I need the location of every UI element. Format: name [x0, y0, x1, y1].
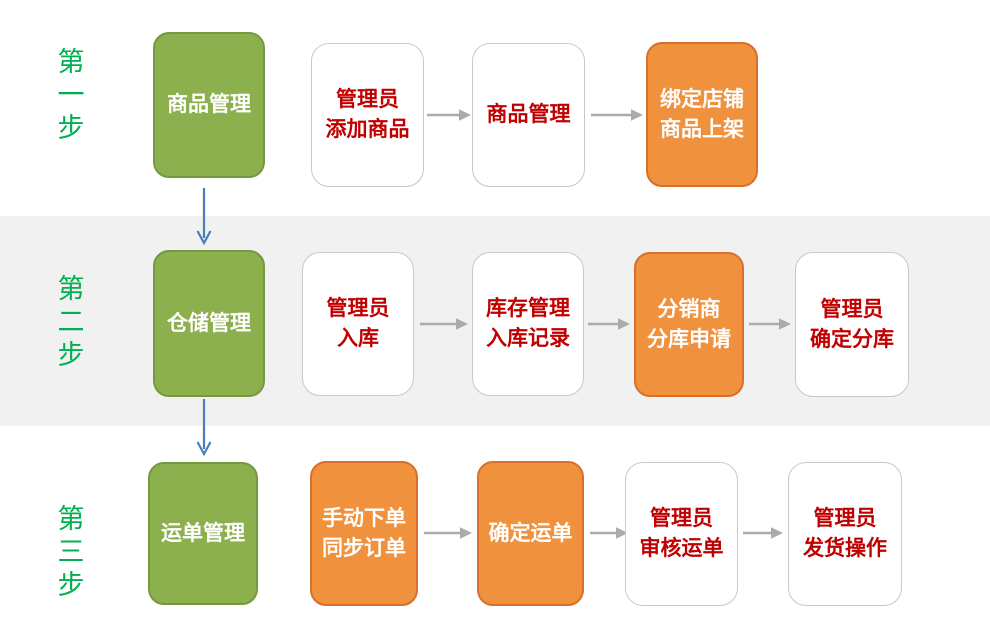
node-label: 管理员 确定分库	[810, 297, 894, 351]
step-1-label: 第一步	[57, 47, 85, 143]
arrow-right-icon	[591, 109, 643, 121]
node-distributor-warehouse-request: 分销商 分库申请	[634, 252, 744, 397]
node-label: 库存管理 入库记录	[486, 297, 570, 350]
arrow-down-icon	[196, 188, 212, 246]
node-product-management-listing: 商品管理	[472, 43, 585, 187]
arrow-right-icon	[749, 318, 791, 330]
node-admin-add-product: 管理员 添加商品	[311, 43, 424, 187]
node-warehouse-management: 仓储管理	[153, 250, 265, 397]
node-label: 分销商 分库申请	[647, 297, 731, 351]
node-manual-order-sync: 手动下单 同步订单	[310, 461, 418, 606]
node-admin-ship-operation: 管理员 发货操作	[788, 462, 902, 606]
node-label: 管理员 发货操作	[803, 507, 887, 560]
arrow-right-icon	[590, 527, 628, 539]
node-label: 运单管理	[161, 521, 245, 545]
step-2-label: 第二步	[57, 274, 85, 370]
arrow-right-icon	[743, 527, 783, 539]
arrow-right-icon	[420, 318, 468, 330]
node-product-management: 商品管理	[153, 32, 265, 178]
node-admin-review-waybill: 管理员 审核运单	[625, 462, 738, 606]
arrow-right-icon	[424, 527, 472, 539]
node-label: 绑定店铺 商品上架	[660, 87, 744, 141]
node-waybill-management: 运单管理	[148, 462, 258, 605]
node-confirm-waybill: 确定运单	[477, 461, 584, 606]
node-label: 管理员 添加商品	[325, 88, 410, 141]
node-bind-shop-listing: 绑定店铺 商品上架	[646, 42, 758, 187]
node-label: 管理员 审核运单	[639, 507, 724, 560]
arrow-right-icon	[427, 109, 471, 121]
node-label: 手动下单 同步订单	[322, 506, 406, 560]
node-label: 商品管理	[167, 93, 251, 116]
node-admin-inbound: 管理员 入库	[302, 252, 414, 396]
node-label: 商品管理	[486, 103, 571, 126]
arrow-right-icon	[588, 318, 630, 330]
step-3-label: 第三步	[57, 504, 85, 600]
node-admin-confirm-warehouse: 管理员 确定分库	[795, 252, 909, 397]
node-label: 仓储管理	[167, 311, 251, 335]
node-inventory-inbound-record: 库存管理 入库记录	[472, 252, 584, 396]
node-label: 管理员 入库	[326, 297, 390, 350]
node-label: 确定运单	[488, 521, 573, 545]
arrow-down-icon	[196, 399, 212, 457]
